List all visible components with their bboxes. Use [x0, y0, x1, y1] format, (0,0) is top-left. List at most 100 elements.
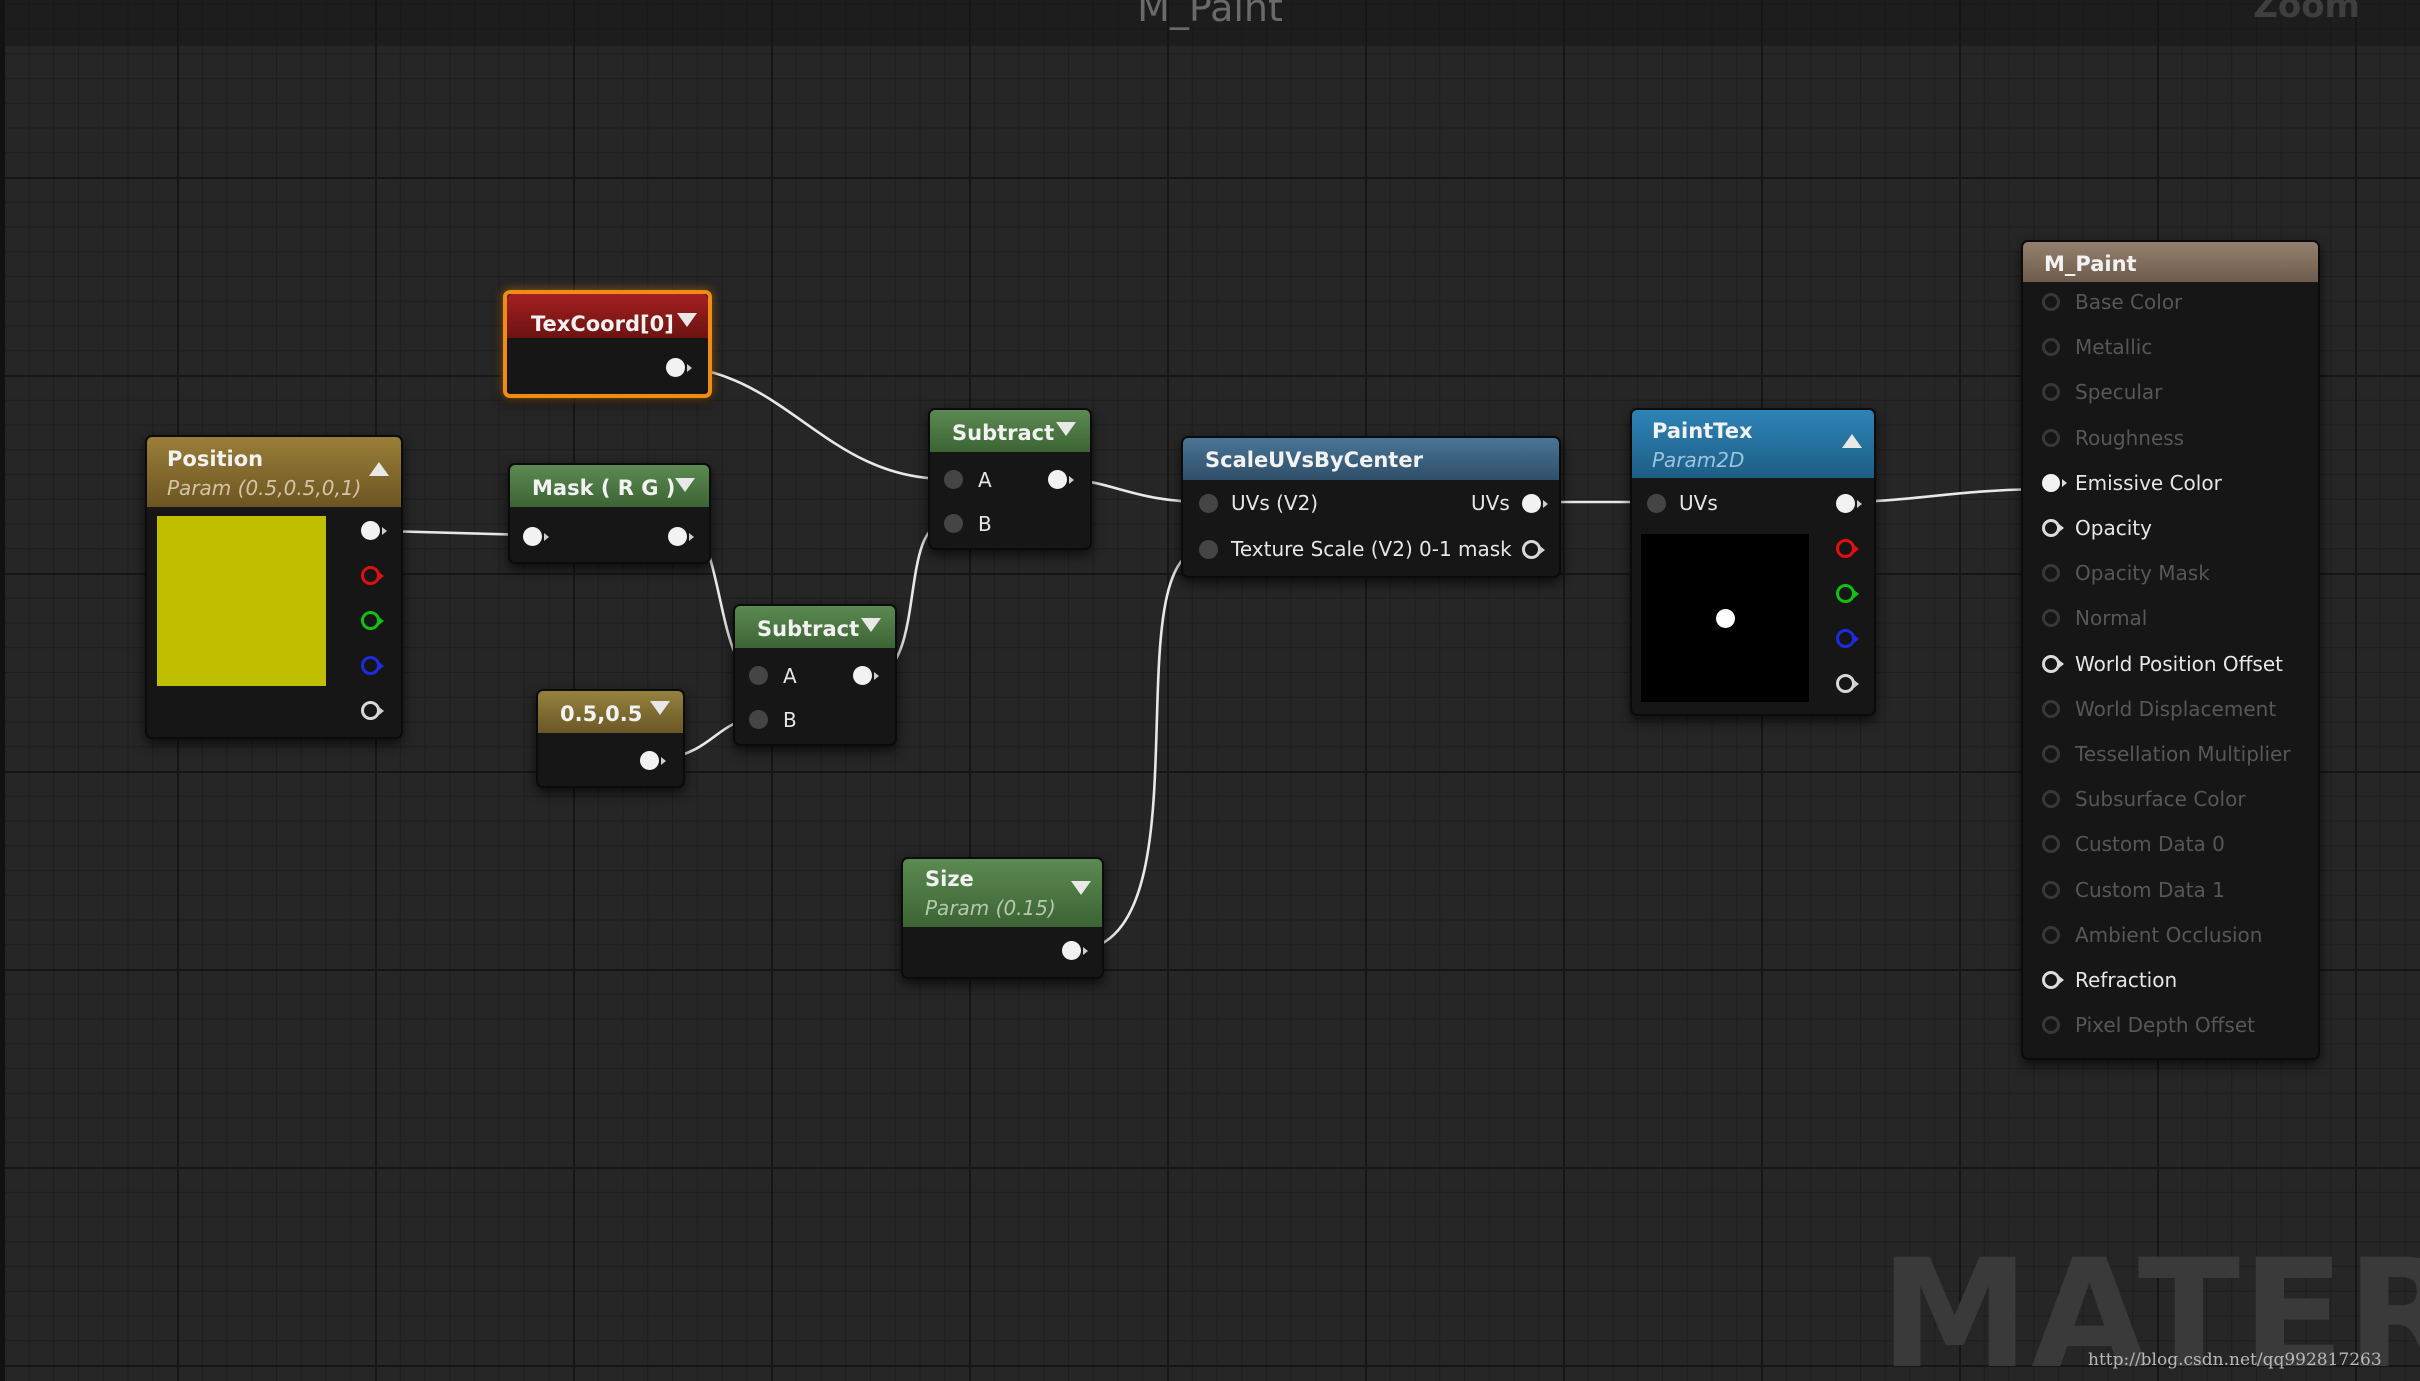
- collapse-arrow-icon[interactable]: [861, 618, 881, 632]
- position-a-pin[interactable]: [361, 701, 384, 720]
- expand-arrow-icon[interactable]: [1842, 434, 1862, 448]
- painttex-rgb-pin[interactable]: [1836, 494, 1862, 513]
- texcoord-node[interactable]: TexCoord[0]: [503, 290, 712, 398]
- position-node-title: Position: [167, 447, 264, 471]
- material-input-pin-world-displacement[interactable]: [2042, 699, 2060, 718]
- texcoord-output-pin[interactable]: [666, 358, 692, 377]
- painttex-node-header[interactable]: PaintTex Param2D: [1632, 410, 1874, 478]
- position-g-pin[interactable]: [361, 611, 384, 630]
- material-input-pin-ambient-occlusion[interactable]: [2042, 925, 2060, 944]
- subtract-mid-node[interactable]: Subtract A B: [733, 604, 897, 746]
- mask-node[interactable]: Mask ( R G ): [508, 463, 711, 564]
- material-input-pin-world-position-offset[interactable]: [2042, 654, 2064, 673]
- material-result-header[interactable]: M_Paint: [2023, 242, 2318, 282]
- size-node[interactable]: Size Param (0.15): [901, 857, 1104, 979]
- subtract-mid-node-header[interactable]: Subtract: [735, 606, 895, 648]
- mask-input-pin[interactable]: [523, 527, 549, 546]
- scale-uvs-input-scale-pin[interactable]: [1199, 540, 1218, 559]
- position-r-pin[interactable]: [361, 566, 384, 585]
- texture-dot: [1716, 609, 1735, 628]
- mask-output-pin[interactable]: [668, 527, 694, 546]
- painttex-r-pin[interactable]: [1836, 539, 1859, 558]
- position-node[interactable]: Position Param (0.5,0.5,0,1): [145, 435, 403, 739]
- material-input-pin-subsurface-color[interactable]: [2042, 790, 2060, 809]
- position-rgba-pin[interactable]: [361, 521, 387, 540]
- subtract-top-b-pin[interactable]: [944, 514, 963, 533]
- mask-node-header[interactable]: Mask ( R G ): [510, 465, 709, 507]
- material-input-pin-metallic[interactable]: [2042, 338, 2060, 357]
- collapse-arrow-icon[interactable]: [677, 313, 697, 327]
- material-input-pin-normal[interactable]: [2042, 609, 2060, 628]
- subtract-mid-node-title: Subtract: [757, 617, 860, 641]
- material-input-label-tessellation-multiplier: Tessellation Multiplier: [2075, 742, 2291, 766]
- material-input-label-base-color: Base Color: [2075, 290, 2183, 314]
- material-input-pin-emissive-color[interactable]: [2042, 473, 2067, 492]
- painttex-b-pin[interactable]: [1836, 629, 1859, 648]
- graph-title-bar: M_Paint Zoom: [0, 0, 2420, 46]
- material-input-label-opacity-mask: Opacity Mask: [2075, 561, 2210, 586]
- wire-texcoord-to-subtract-top-a[interactable]: [685, 365, 946, 481]
- mask-node-title: Mask ( R G ): [532, 476, 676, 500]
- material-input-pin-custom-data-0[interactable]: [2042, 835, 2060, 854]
- scale-uvs-output-uvs-pin[interactable]: [1522, 494, 1548, 513]
- subtract-top-a-pin[interactable]: [944, 470, 963, 489]
- material-input-label-subsurface-color: Subsurface Color: [2075, 787, 2246, 812]
- material-input-label-roughness: Roughness: [2075, 425, 2185, 450]
- painttex-node[interactable]: PaintTex Param2D UVs: [1630, 408, 1876, 716]
- panel-edge: [0, 0, 5, 1381]
- painttex-input-uvs-pin[interactable]: [1647, 494, 1666, 513]
- wire-painttex-to-emissive[interactable]: [1855, 487, 2041, 504]
- wire-position-to-mask[interactable]: [383, 529, 531, 537]
- wire-size-to-scale-uvs-scale[interactable]: [1082, 546, 1208, 952]
- collapse-arrow-icon[interactable]: [1071, 881, 1091, 895]
- material-input-pin-pixel-depth-offset[interactable]: [2042, 1016, 2060, 1035]
- material-input-pin-specular[interactable]: [2042, 383, 2060, 402]
- size-output-pin[interactable]: [1062, 941, 1088, 960]
- scale-uvs-input-uvs-pin[interactable]: [1199, 494, 1218, 513]
- scale-uvs-node[interactable]: ScaleUVsByCenter UVs (V2) Texture Scale …: [1181, 436, 1561, 578]
- scale-uvs-node-title: ScaleUVsByCenter: [1205, 448, 1423, 472]
- subtract-mid-output-pin[interactable]: [853, 666, 879, 685]
- painttex-texture-preview: [1641, 534, 1809, 702]
- material-input-pin-opacity-mask[interactable]: [2042, 564, 2060, 583]
- texcoord-node-header[interactable]: TexCoord[0]: [507, 294, 708, 338]
- material-input-pin-tessellation-multiplier[interactable]: [2042, 745, 2060, 763]
- painttex-a-pin[interactable]: [1836, 674, 1859, 693]
- collapse-arrow-icon[interactable]: [675, 478, 695, 492]
- scale-uvs-input-scale-label: Texture Scale (V2): [1231, 537, 1413, 561]
- subtract-top-node-header[interactable]: Subtract: [930, 410, 1090, 452]
- scale-uvs-output-mask-pin[interactable]: [1522, 540, 1545, 559]
- scale-uvs-output-mask-label: 0-1 mask: [1419, 537, 1512, 561]
- position-node-header[interactable]: Position Param (0.5,0.5,0,1): [147, 437, 401, 507]
- subtract-top-output-pin[interactable]: [1048, 470, 1074, 489]
- constant-output-pin[interactable]: [640, 751, 666, 770]
- size-node-title: Size: [925, 867, 974, 891]
- collapse-arrow-icon[interactable]: [650, 701, 670, 715]
- material-input-pin-refraction[interactable]: [2042, 971, 2064, 989]
- size-node-header[interactable]: Size Param (0.15): [903, 859, 1102, 927]
- scale-uvs-node-header[interactable]: ScaleUVsByCenter: [1183, 438, 1559, 480]
- position-b-pin[interactable]: [361, 656, 384, 675]
- texcoord-node-title: TexCoord[0]: [531, 312, 674, 336]
- material-input-pin-base-color[interactable]: [2042, 293, 2060, 311]
- collapse-arrow-icon[interactable]: [1056, 422, 1076, 436]
- material-input-pin-roughness[interactable]: [2042, 428, 2060, 447]
- material-input-label-emissive-color: Emissive Color: [2075, 470, 2222, 495]
- subtract-top-node[interactable]: Subtract A B: [928, 408, 1092, 550]
- constant-node-header[interactable]: 0.5,0.5: [538, 691, 683, 733]
- material-input-pin-opacity[interactable]: [2042, 519, 2064, 537]
- constant-node[interactable]: 0.5,0.5: [536, 689, 685, 788]
- expand-arrow-icon[interactable]: [369, 462, 389, 476]
- source-url-text: http://blog.csdn.net/qq992817263: [2088, 1350, 2382, 1370]
- painttex-g-pin[interactable]: [1836, 584, 1859, 603]
- material-input-pin-custom-data-1[interactable]: [2042, 880, 2060, 899]
- painttex-node-subtitle: Param2D: [1652, 448, 1745, 472]
- material-input-label-metallic: Metallic: [2075, 335, 2153, 360]
- zoom-label: Zoom: [2253, 0, 2360, 26]
- size-node-subtitle: Param (0.15): [925, 896, 1056, 920]
- subtract-mid-a-pin[interactable]: [749, 666, 768, 685]
- material-input-label-custom-data-1: Custom Data 1: [2075, 877, 2225, 902]
- subtract-mid-b-pin[interactable]: [749, 710, 768, 729]
